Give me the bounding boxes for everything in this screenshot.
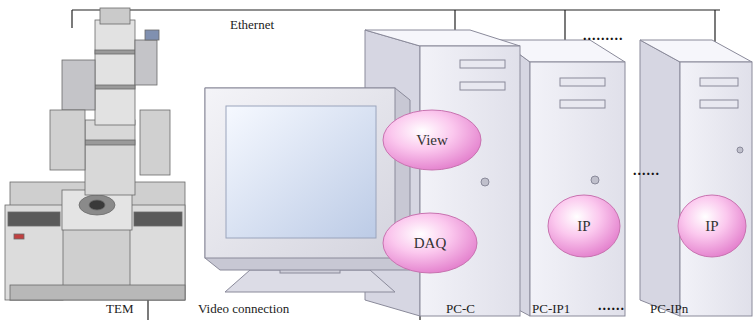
ellipse-shape <box>383 110 481 170</box>
part-name: PC-IPn <box>650 302 688 316</box>
tem-microscope-part <box>95 20 135 125</box>
process-ellipse: DAQ <box>382 212 478 274</box>
pc-tower-part <box>420 46 520 316</box>
pc-tower-part <box>460 82 505 90</box>
pc-tower-part <box>460 60 505 68</box>
pc-tower-part <box>481 178 489 186</box>
pc-tower-part <box>680 62 752 316</box>
ethernet-wire-part <box>72 9 720 10</box>
monitor <box>205 88 410 292</box>
tem-microscope-part <box>95 85 135 89</box>
part-name: PC-C <box>446 302 475 316</box>
tem-microscope-part <box>85 140 135 145</box>
ellipsis-mark: ...... <box>598 298 625 313</box>
tem-microscope-part <box>85 120 135 195</box>
node-label: DAQ <box>414 235 447 252</box>
tem-microscope-part <box>135 40 157 85</box>
pc-tower-part <box>737 147 743 153</box>
video-wire-part <box>147 300 148 320</box>
pc-tower-part <box>530 62 625 316</box>
tem-microscope-part <box>62 60 95 110</box>
ellipse-shape <box>678 195 746 257</box>
node-label: View <box>416 132 448 149</box>
node-label: IP <box>705 218 718 235</box>
pc-tower-part <box>700 78 738 86</box>
ethernet-wire-part <box>454 10 455 30</box>
pc-tower-part <box>560 100 605 108</box>
ellipse-shape <box>383 213 477 273</box>
ellipsis-mark: ...... <box>633 163 660 178</box>
ethernet-wire-part <box>714 10 715 42</box>
tem-microscope-part <box>140 110 170 175</box>
tem-microscope-part <box>145 30 159 40</box>
monitor-part <box>205 88 410 270</box>
part-name: PC-IP1 <box>532 302 570 316</box>
ethernet-wire-part <box>71 10 72 28</box>
tem-microscope-part <box>10 285 185 300</box>
monitor-part <box>226 106 376 238</box>
part-name: Ethernet <box>230 18 274 32</box>
pc-tower-part <box>560 78 605 86</box>
tem-microscope-part <box>95 50 135 54</box>
ethernet-wire-part <box>564 10 565 42</box>
process-ellipse: View <box>382 109 482 171</box>
pc-tower-part <box>365 30 520 46</box>
tem-microscope-part <box>8 212 60 226</box>
tem-microscope <box>5 8 185 300</box>
tem-microscope-part <box>62 190 132 230</box>
part-name: Video connection <box>198 302 289 316</box>
process-ellipse: IP <box>677 194 747 258</box>
node-label: IP <box>577 218 590 235</box>
pc-tower-part <box>640 40 752 62</box>
monitor-part <box>205 88 395 258</box>
process-ellipse: IP <box>547 194 621 258</box>
ellipsis-mark: ......... <box>583 28 624 43</box>
tem-microscope-part <box>100 8 130 24</box>
tem-microscope-part <box>134 212 182 226</box>
pc-tower-part <box>591 176 599 184</box>
tem-microscope-part <box>79 195 115 215</box>
tem-microscope-part <box>50 110 85 170</box>
tem-microscope-part <box>14 234 24 239</box>
ellipse-shape <box>548 195 620 257</box>
tem-microscope-part <box>89 200 105 210</box>
part-name: TEM <box>106 302 133 316</box>
pc-tower-part <box>700 100 738 108</box>
